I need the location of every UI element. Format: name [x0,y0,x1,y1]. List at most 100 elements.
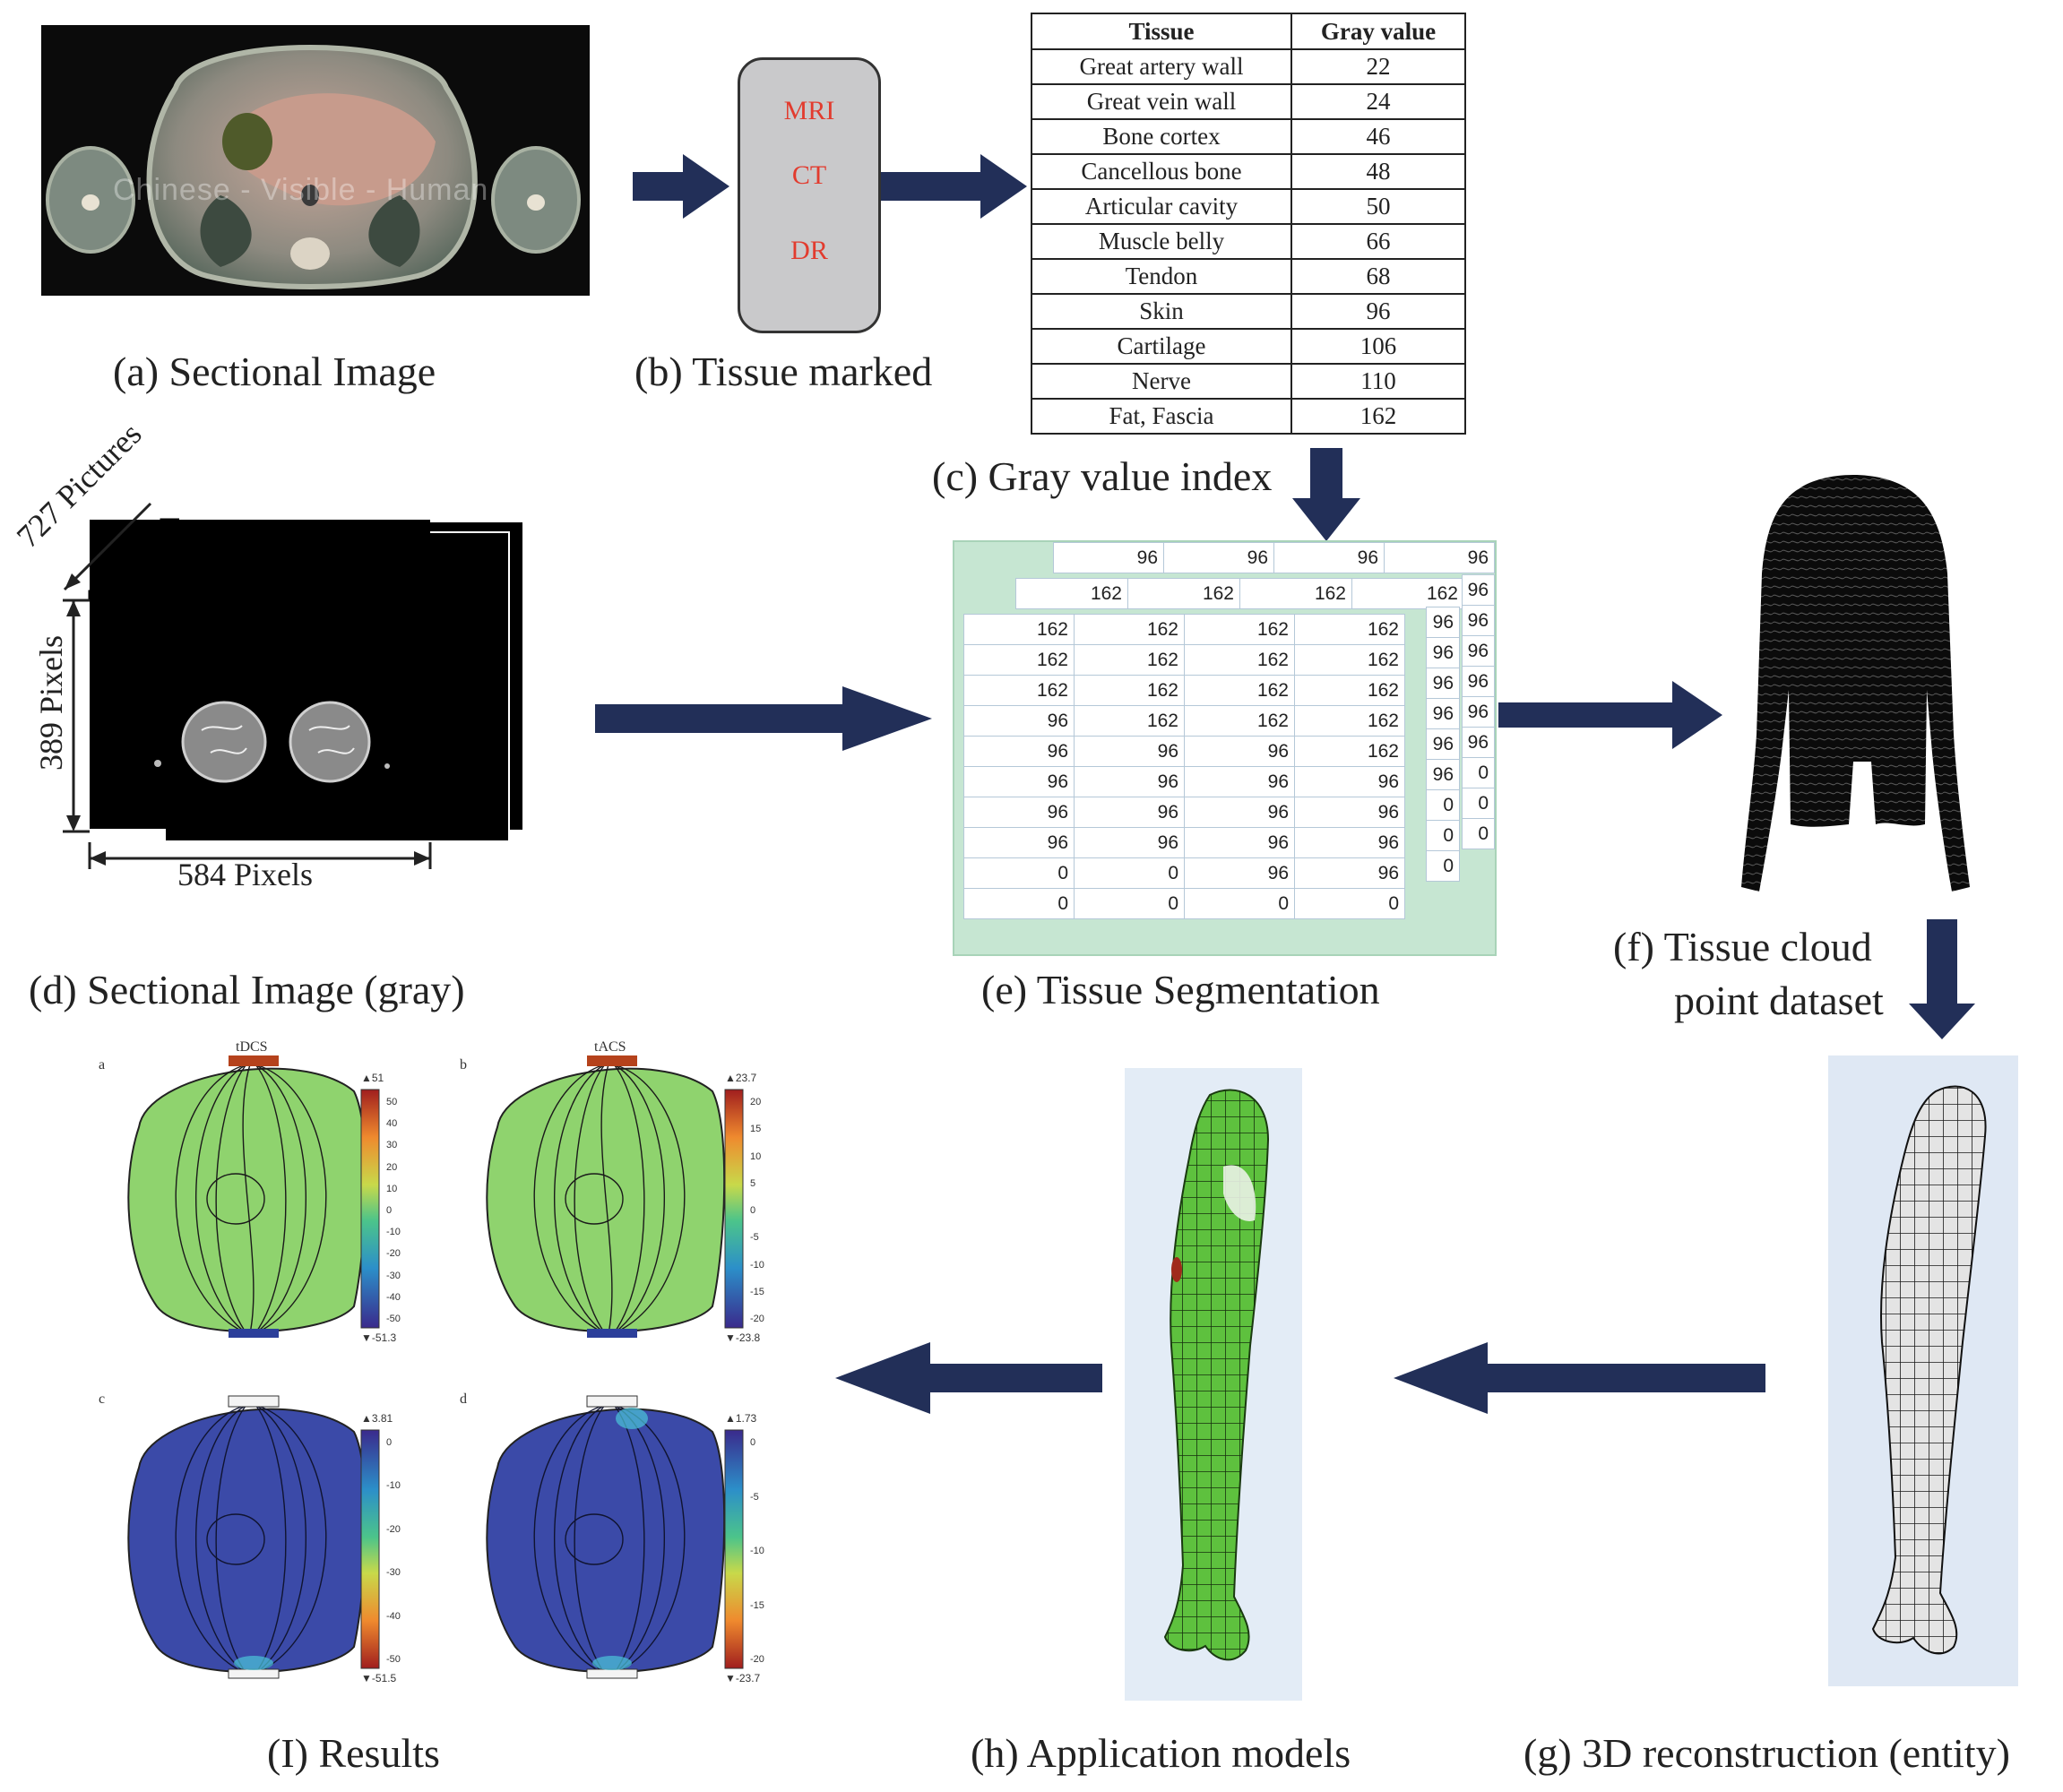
value-cell: 46 [1290,118,1466,155]
colorbar-tick-label: 0 [386,1205,393,1216]
colorbar-tick-label: -10 [386,1227,401,1237]
plot-c-min: ▼-51.5 [361,1672,397,1684]
colorbar-tick-label: 0 [750,1437,756,1448]
seg-cell: 0 [1074,857,1185,889]
arrow-h-to-i [835,1342,1102,1414]
segmentation-back-row-top: 96 96 96 96 [1053,542,1495,573]
dimension-lines [63,502,432,869]
colorbar-tick-label: 5 [750,1178,756,1189]
caption-f-line1: (f) Tissue cloud [1613,924,1872,969]
plot-d-shape [486,1408,726,1674]
plot-c-geometry [127,1395,380,1679]
colorbar-tick-label: 20 [750,1097,762,1107]
arrow-b-to-c [880,154,1027,219]
body-point-cloud [1741,475,1970,892]
table-row: 96 [1462,574,1495,606]
segmentation-back-row-mid: 162 162 162 162 [1015,578,1464,609]
table-row: 162 162 162 162 [1015,578,1464,609]
watermark-text: Chinese - Visible - Human [113,173,489,207]
table-row: 0 [1426,820,1460,851]
colorbar-tick-label: -10 [750,1546,764,1556]
caption-i: (I) Results [267,1730,440,1776]
colorbar-tick-label: -10 [386,1480,401,1491]
table-row: 96 [1462,635,1495,667]
colorbar-tick-label: -20 [386,1524,401,1535]
colorbar-tick-label: -50 [386,1314,401,1324]
plot-a-max: ▲51 [361,1072,384,1084]
seg-cell: 96 [1053,542,1164,573]
arrow-f-to-g [1909,919,1975,1039]
seg-cell: 162 [1239,578,1352,609]
seg-cell: 162 [1184,614,1295,645]
tissue-cell: Muscle belly [1031,223,1292,260]
caption-a: (a) Sectional Image [113,349,436,394]
value-cell: 110 [1290,363,1466,400]
seg-cell: 96 [1074,797,1185,828]
seg-cell: 96 [1184,797,1295,828]
caption-f-line2: point dataset [1674,978,1884,1023]
seg-cell: 96 [1294,797,1405,828]
gray-sectional-image [90,520,430,829]
arrow-e-to-f [1498,681,1722,749]
results-panel: a tDCS b tACS c d ▲51 ▼-51.3 ▲23.7 ▼-23.… [85,1038,777,1711]
gray-slice-drawing [154,701,390,783]
colorbar-tick-label: -30 [386,1567,401,1578]
seg-cell: 0 [1074,888,1185,919]
plot-c-letter: c [99,1391,106,1407]
colorbar-tick-label: -30 [386,1271,401,1281]
table-row: 96 [1426,668,1460,699]
plot-d-geometry [486,1395,744,1679]
colorbar-tick-label: 30 [386,1140,398,1150]
table-row: 96 [1462,727,1495,758]
caption-e: (e) Tissue Segmentation [981,967,1380,1012]
table-row: 96 [1426,698,1460,729]
seg-cell: 162 [1294,705,1405,737]
colorbar-tick-label: -40 [386,1292,401,1303]
value-cell: 68 [1290,258,1466,295]
tissue-cell: Bone cortex [1031,118,1292,155]
seg-cell: 96 [1294,827,1405,858]
colorbar-tick-label: -5 [750,1492,759,1503]
seg-cell: 96 [1462,605,1495,636]
arrow-c-to-e [1292,448,1360,541]
right-thigh-section [289,701,371,783]
tissue-cell: Skin [1031,293,1292,330]
plot-b-letter: b [460,1057,467,1073]
plot-d-colorbar-ticks: 0-5-10-15-20 [750,1430,777,1668]
tissue-cell: Fat, Fascia [1031,398,1292,435]
seg-cell: 96 [963,827,1075,858]
arm-silhouette-gray [1871,1085,1987,1655]
colorbar-tick-label: 0 [750,1205,756,1216]
tissue-cell: Nerve [1031,363,1292,400]
seg-cell: 162 [1294,736,1405,767]
table-row: 0 [1462,757,1495,788]
seg-cell: 0 [963,857,1075,889]
caption-c: (c) Gray value index [932,453,1273,499]
arrow-d-to-e [595,686,932,751]
value-cell: 48 [1290,153,1466,190]
seg-cell: 96 [963,736,1075,767]
plot-a-title: tDCS [236,1039,268,1055]
table-row: 96 [1426,728,1460,760]
arm-silhouette-green [1163,1089,1270,1661]
seg-cell: 162 [1351,578,1464,609]
arm-mesh-gray [1871,1085,1987,1655]
seg-cell: 96 [1426,637,1460,668]
table-row: 96 [1462,605,1495,636]
seg-cell: 0 [1426,850,1460,882]
header-gray-value: Gray value [1290,13,1466,50]
colorbar-tick-label: -15 [750,1600,764,1611]
plot-d-max: ▲1.73 [725,1412,757,1425]
tissue-cell: Cancellous bone [1031,153,1292,190]
seg-cell: 96 [1384,542,1495,573]
plot-a-geometry [127,1055,380,1338]
